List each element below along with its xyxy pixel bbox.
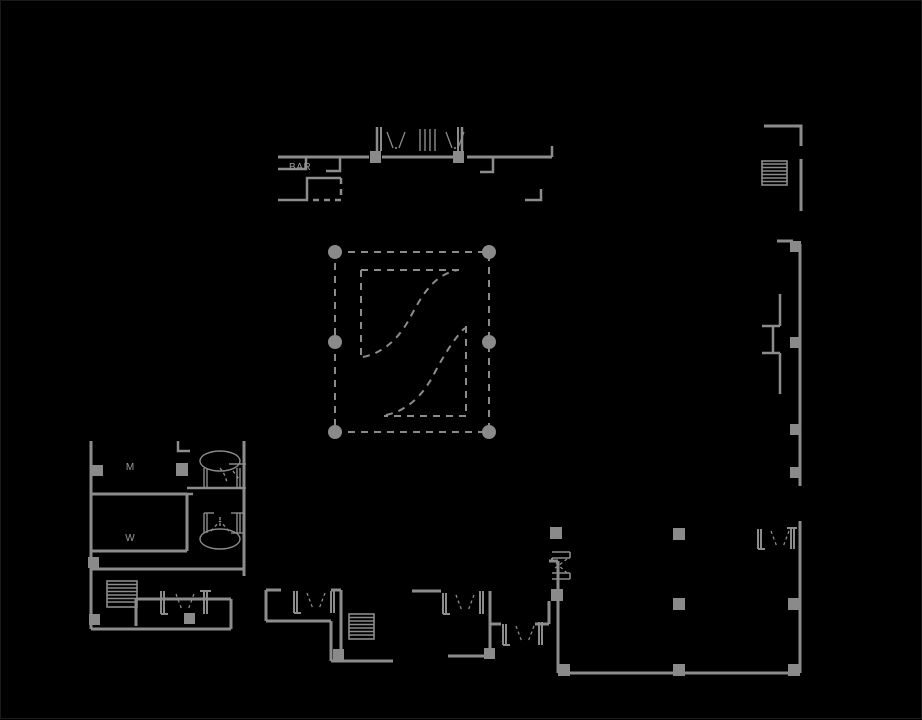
- right-interior-partition: [762, 294, 782, 394]
- selection-handles[interactable]: [328, 245, 496, 439]
- column-e1: [673, 528, 685, 540]
- column-c3: [88, 557, 99, 568]
- column-d2: [484, 648, 495, 659]
- handle-top-right[interactable]: [482, 245, 496, 259]
- mens-room-label: M: [126, 462, 134, 473]
- column-c2: [176, 463, 188, 476]
- door-bottom-left: [160, 590, 211, 615]
- column-markers: [88, 151, 801, 676]
- fixture-womens: [199, 512, 244, 550]
- stairs-bottom-left: [106, 580, 138, 608]
- column-d3: [550, 527, 562, 539]
- escalator-outline: [360, 269, 467, 417]
- bottom-center-right-walls: [412, 589, 551, 658]
- column-b2: [790, 337, 801, 348]
- door-top-small-stair: [419, 129, 436, 151]
- column-b3: [790, 424, 801, 435]
- column-b1: [790, 241, 801, 252]
- selected-escalator-object[interactable]: [328, 245, 496, 439]
- right-top-walls: [764, 124, 803, 211]
- womens-room-label: W: [125, 533, 135, 544]
- column-e2: [673, 598, 685, 610]
- column-a1: [370, 151, 381, 163]
- column-d1: [333, 649, 344, 660]
- column-b4: [790, 467, 801, 478]
- door-bottom-center-3: [502, 622, 543, 646]
- column-c5: [184, 613, 195, 624]
- top-section-walls: [278, 146, 554, 202]
- handle-middle-right[interactable]: [482, 335, 496, 349]
- handle-bottom-left[interactable]: [328, 425, 342, 439]
- door-top-2: [445, 127, 465, 151]
- column-c4: [89, 614, 100, 625]
- door-bottom-center-1: [293, 591, 335, 614]
- column-c1: [92, 465, 103, 476]
- bottom-center-walls: [264, 588, 393, 663]
- bottom-left-walls: [91, 567, 244, 631]
- stairs-bottom-center: [348, 613, 375, 640]
- column-e3: [673, 664, 685, 676]
- bar-counter-dashed: [308, 178, 343, 202]
- column-f1: [788, 598, 800, 610]
- handle-top-left[interactable]: [328, 245, 342, 259]
- main-hall-walls: [549, 521, 802, 675]
- column-d4: [551, 589, 563, 601]
- door-bottom-right: [757, 527, 797, 550]
- column-a2: [453, 151, 464, 163]
- column-g1: [558, 664, 570, 676]
- door-double-mid: [551, 551, 571, 580]
- escalator-curve: [362, 269, 466, 416]
- door-bottom-center-2: [442, 591, 484, 615]
- stairs-top-right: [761, 160, 788, 186]
- handle-bottom-right[interactable]: [482, 425, 496, 439]
- handle-middle-left[interactable]: [328, 335, 342, 349]
- door-top-1: [375, 127, 406, 151]
- column-f2: [788, 664, 800, 676]
- fixture-mens: [199, 450, 246, 489]
- bar-label: BAR: [289, 162, 311, 173]
